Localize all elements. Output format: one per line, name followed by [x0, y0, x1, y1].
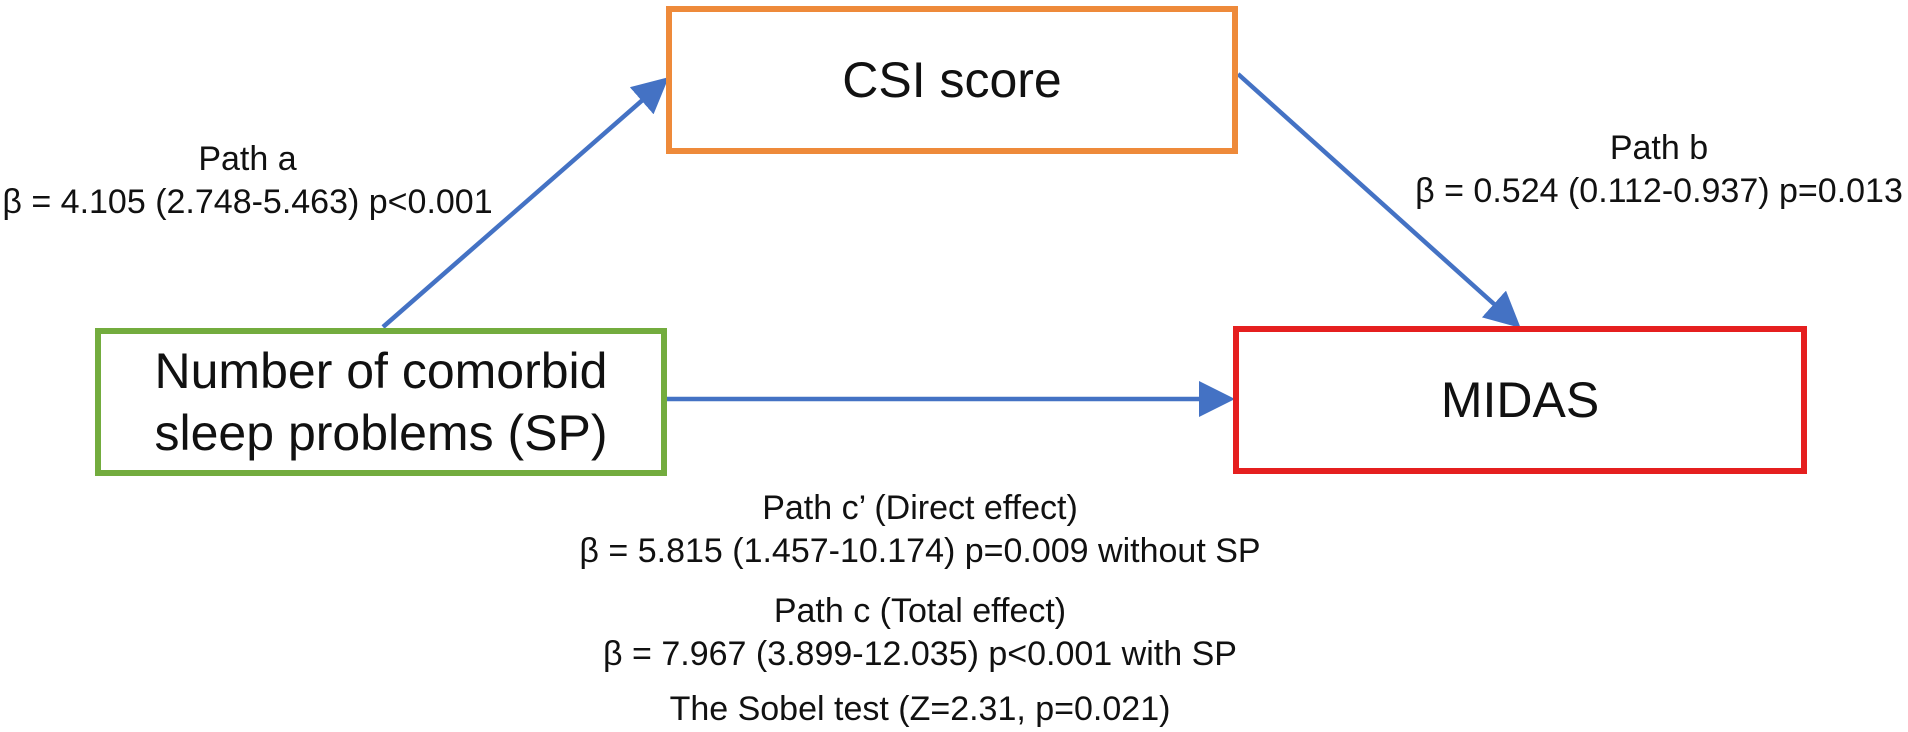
path-c-prime-stats: β = 5.815 (1.457-10.174) p=0.009 without…: [579, 531, 1261, 570]
path-b-annotation: Path b β = 0.524 (0.112-0.937) p=0.013: [1410, 127, 1908, 212]
midas-label: MIDAS: [1440, 371, 1600, 428]
csi-score-box: CSI score: [666, 6, 1238, 154]
sobel-test-text: The Sobel test (Z=2.31, p=0.021): [669, 690, 1171, 728]
sleep-problems-label-line1: Number of comorbid: [154, 342, 608, 399]
path-c-title: Path c (Total effect): [773, 592, 1067, 630]
arrow-path-b: [1236, 72, 1521, 329]
path-a-stats: β = 4.105 (2.748-5.463) p<0.001: [2, 182, 493, 221]
midas-box: MIDAS: [1233, 326, 1807, 474]
path-a-title: Path a: [198, 140, 297, 178]
path-c-stats: β = 7.967 (3.899-12.035) p<0.001 with SP: [603, 634, 1237, 673]
path-a-annotation: Path a β = 4.105 (2.748-5.463) p<0.001: [0, 138, 495, 223]
sleep-problems-label-line2: sleep problems (SP): [154, 405, 608, 461]
path-c-prime-title: Path c’ (Direct effect): [762, 489, 1078, 527]
sleep-problems-box: Number of comorbid sleep problems (SP): [95, 328, 667, 476]
sobel-test-annotation: The Sobel test (Z=2.31, p=0.021): [520, 688, 1320, 731]
arrow-path-a: [381, 77, 669, 329]
path-c-annotation: Path c (Total effect) β = 7.967 (3.899-1…: [520, 590, 1320, 675]
path-c-prime-annotation: Path c’ (Direct effect) β = 5.815 (1.457…: [520, 487, 1320, 572]
path-b-stats: β = 0.524 (0.112-0.937) p=0.013: [1415, 171, 1903, 210]
csi-score-label: CSI score: [842, 51, 1062, 108]
path-b-title: Path b: [1609, 129, 1709, 167]
